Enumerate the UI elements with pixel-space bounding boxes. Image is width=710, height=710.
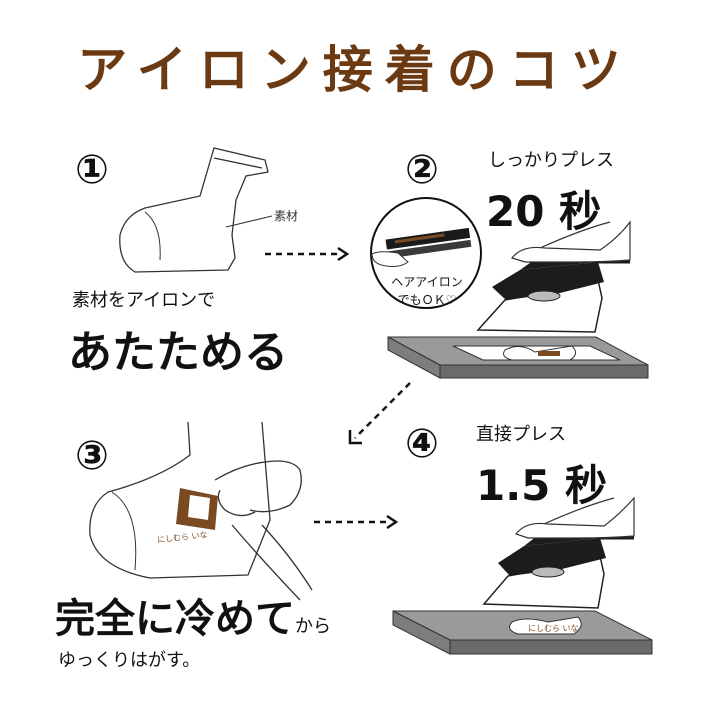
material-label: 素材 [274, 209, 299, 223]
step-3-number: ③ [75, 433, 109, 479]
step-4-caption-small: 直接プレス [476, 424, 566, 445]
sock-illustration [119, 147, 269, 273]
step-1-number: ① [75, 147, 109, 193]
ironing-board-2 [387, 336, 649, 379]
step-4-caption-large: 1.5 秒 [476, 461, 608, 510]
step-4-number: ④ [405, 421, 439, 467]
hair-iron-note: ヘアアイロン でもＯＫ♡ [381, 273, 473, 309]
step-2-caption-small: しっかりプレス [488, 150, 614, 171]
step-1-caption-small: 素材をアイロンで [72, 290, 216, 311]
ironing-board-4 [392, 610, 653, 655]
step-2-number: ② [405, 147, 439, 193]
iron-2 [476, 220, 631, 333]
material-pointer-line [225, 215, 273, 228]
arrow-1-to-2 [265, 246, 350, 262]
step-3-caption-large: 完全に冷めて [55, 596, 295, 642]
sock-hand-illustration [89, 421, 313, 601]
page-title: アイロン接着のコツ [77, 41, 633, 99]
hair-iron-note-line2: でもＯＫ♡ [397, 293, 457, 307]
arrow-3-to-4 [314, 514, 399, 530]
hair-iron-note-line1: ヘアアイロン [391, 275, 463, 289]
iron-4 [482, 496, 635, 609]
hair-iron-bubble [370, 197, 482, 309]
sock-name-tag-4: にしむら いな [528, 624, 579, 633]
arrow-2-to-3 [348, 382, 411, 445]
step-2-caption-large: 20 秒 [486, 187, 602, 236]
step-3-caption: 完全に冷めてから [55, 586, 331, 644]
step-3-caption-suffix: から [295, 616, 331, 637]
name-label-peeling [176, 488, 218, 530]
step-1-caption-large: あたためる [68, 327, 288, 378]
step-3-caption-small: ゆっくりはがす。 [58, 650, 201, 671]
